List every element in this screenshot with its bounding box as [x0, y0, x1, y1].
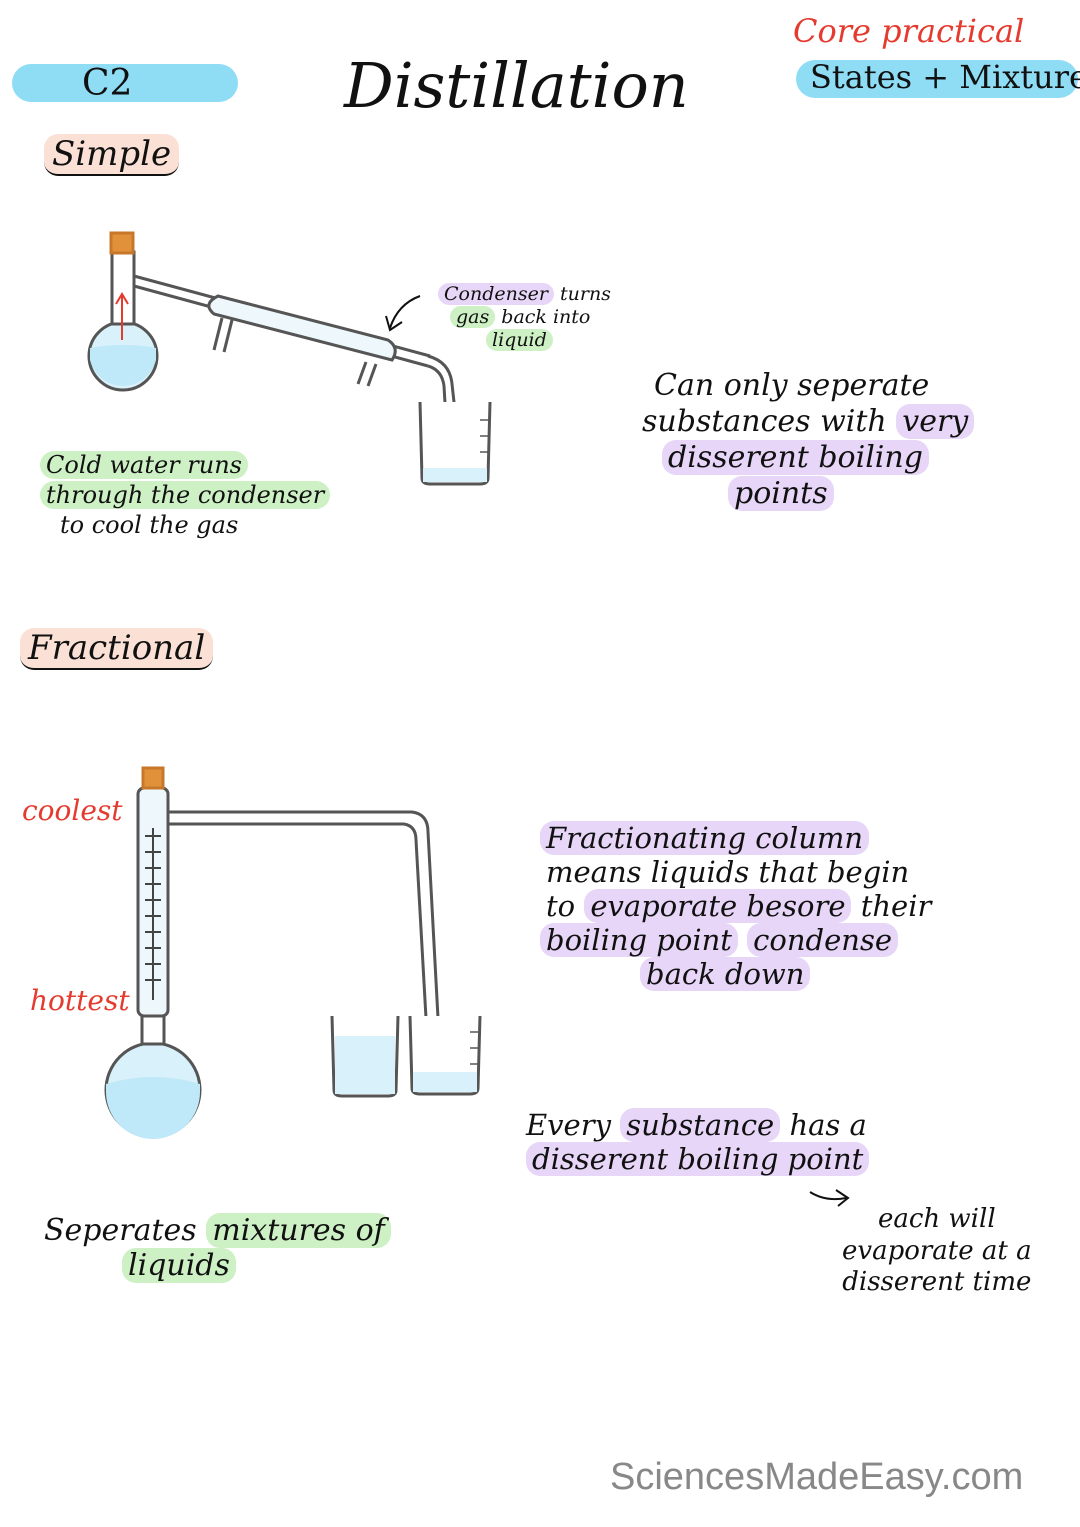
- time-note-line-2: evaporate at a: [842, 1235, 1032, 1266]
- time-note-arrow: [809, 1189, 850, 1207]
- water-note-line-1: Cold water runs: [40, 450, 330, 480]
- column-note: Fractionating column means liquids that …: [540, 821, 932, 992]
- column-note-line-4: boiling point condense: [540, 922, 931, 958]
- water-note: Cold water runs through the condenser to…: [40, 450, 331, 540]
- limitation-text-3: disserent boiling: [662, 440, 929, 475]
- column-note-evaporate: evaporate besore: [584, 888, 852, 923]
- water-note-text-1: Cold water runs: [40, 451, 248, 479]
- column-note-boiling: boiling point: [540, 922, 738, 957]
- limitation-very: very: [896, 404, 975, 439]
- mixture-note-mixtures: mixtures of: [206, 1213, 391, 1248]
- simple-heading-text: Simple: [44, 134, 180, 176]
- boiling-note: Every substance has a disserent boiling …: [526, 1108, 870, 1177]
- time-note: each will evaporate at a disserent time: [842, 1204, 1032, 1299]
- fractional-apparatus: [104, 766, 482, 1139]
- unit-code: C2: [82, 63, 133, 104]
- column-note-line-1: Fractionating column: [540, 821, 931, 856]
- boiling-note-has: has a: [789, 1108, 867, 1142]
- column-note-to: to: [546, 888, 576, 923]
- mixture-note-line-1: Seperates mixtures of: [44, 1213, 391, 1249]
- condenser-note-line-2: gas back into: [438, 305, 611, 329]
- fractional-heading: Fractional: [20, 628, 214, 670]
- simple-beaker: [418, 401, 492, 486]
- simple-apparatus: [87, 231, 492, 486]
- simple-cork: [109, 231, 135, 255]
- core-practical-label: Core practical: [793, 12, 1025, 50]
- column-note-line-2: means liquids that begin: [540, 854, 931, 890]
- column-note-condense: condense: [747, 922, 898, 957]
- condenser-note-line-3: liquid: [438, 328, 611, 352]
- column-note-back: back down: [640, 956, 811, 991]
- limitation-line-3: disserent boiling: [642, 440, 974, 476]
- limitation-text-4: points: [728, 476, 834, 511]
- topic-label: States + Mixtures: [810, 58, 1080, 96]
- coolest-label: coolest: [22, 794, 123, 827]
- condenser-note-back: back into: [501, 305, 591, 328]
- watermark: SciencesMadeEasy.com: [610, 1456, 1024, 1498]
- boiling-note-different: disserent boiling point: [526, 1142, 870, 1177]
- liquid-word: liquid: [486, 328, 553, 351]
- fractional-cork: [141, 766, 165, 790]
- mixture-note-liquids: liquids: [122, 1247, 236, 1283]
- column-note-line-3: to evaporate besore their: [540, 888, 932, 924]
- time-note-line-1: each will: [877, 1204, 996, 1234]
- gas-word: gas: [450, 305, 496, 328]
- boiling-note-line-1: Every substance has a: [526, 1108, 869, 1142]
- condenser-note: Condenser turns gas back into liquid: [438, 283, 611, 351]
- water-note-line-3: to cool the gas: [40, 510, 330, 540]
- boiling-note-line-2: disserent boiling point: [526, 1142, 870, 1177]
- topic-pill: [796, 60, 1078, 98]
- water-note-text-2: through the condenser: [40, 481, 331, 509]
- limitation-text-1: Can only seperate: [654, 368, 930, 403]
- limitation-line-1: Can only seperate: [642, 368, 974, 404]
- column-note-line-5: back down: [540, 956, 931, 992]
- time-note-line-3: disserent time: [842, 1267, 1032, 1298]
- boiling-note-every: Every: [526, 1108, 611, 1142]
- condenser-note-turns: turns: [559, 283, 611, 305]
- simple-heading: Simple: [44, 134, 180, 176]
- boiling-note-substance: substance: [620, 1108, 781, 1142]
- limitation-line-4: points: [642, 476, 974, 512]
- water-note-line-2: through the condenser: [40, 480, 331, 510]
- limitation-note: Can only seperate substances with very d…: [642, 368, 975, 512]
- water-note-text-3: to cool the gas: [60, 511, 239, 539]
- limitation-text-2: substances with: [642, 404, 887, 439]
- condenser-word: Condenser: [438, 283, 554, 305]
- limitation-line-2: substances with very: [642, 404, 975, 440]
- condenser-note-line-1: Condenser turns: [438, 283, 611, 306]
- column-note-their: their: [860, 888, 932, 923]
- mixture-note-line-2: liquids: [44, 1247, 391, 1284]
- column-note-text-1: Fractionating column: [540, 821, 870, 855]
- fractional-heading-text: Fractional: [20, 628, 214, 670]
- simple-condenser: [207, 294, 397, 362]
- mixture-note: Seperates mixtures of liquids: [44, 1213, 391, 1284]
- condenser-note-arrow: [385, 295, 421, 332]
- hottest-label: hottest: [30, 984, 130, 1017]
- mixture-note-separates: Seperates: [44, 1213, 197, 1248]
- page-title: Distillation: [344, 49, 689, 122]
- unit-pill: [12, 64, 238, 102]
- column-note-text-2: means liquids that begin: [546, 854, 910, 889]
